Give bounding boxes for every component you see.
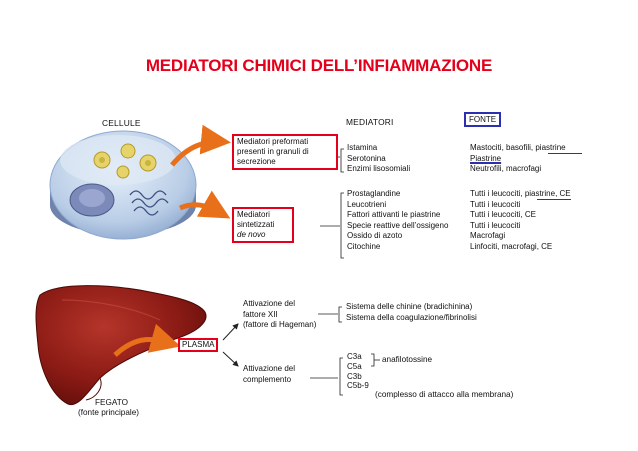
header-fonte-label: FONTE — [469, 115, 497, 124]
box-sintetizzati-line: sintetizzati — [237, 220, 275, 229]
fattore-xii-line: (fattore di Hageman) — [243, 320, 317, 329]
header-fonte: FONTE — [464, 112, 502, 127]
fattore-xii-label: Attivazione del fattore XII (fattore di … — [243, 299, 316, 331]
underline-piastrine — [548, 153, 582, 154]
box-preformati-line: secrezione — [237, 157, 276, 166]
complemento-line: complemento — [243, 374, 292, 384]
fonte-item: Tutti i leucociti — [470, 220, 521, 230]
mediatore-item: Serotonina — [347, 153, 386, 163]
liver-illustration — [35, 285, 207, 406]
fegato-label: FEGATO (fonte principale) — [78, 398, 139, 418]
fonte-item: Piastrine — [470, 153, 502, 163]
header-mediatori: MEDIATORI — [346, 117, 394, 127]
mediatore-item: Specie reattive dell’ossigeno — [347, 220, 449, 230]
box-mediatori-preformati: Mediatori preformati presenti in granuli… — [232, 134, 338, 170]
sistema-item: Sistema della coagulazione/fibrinolisi — [346, 312, 477, 322]
plasma-box: PLASMA — [178, 338, 219, 352]
fonte-item: Tutti i leucociti, piastrine, CE — [470, 189, 571, 198]
cell-illustration — [49, 130, 197, 240]
sintetizzati-mediatori-list: Prostaglandine Leucotrieni Fattori attiv… — [347, 189, 448, 252]
curved-arrow-icon — [178, 190, 231, 219]
complement-item: C5b-9 — [347, 381, 369, 391]
preformati-mediatori-list: Istamina Serotonina Enzimi lisosomiali — [347, 143, 410, 175]
complement-items: C3a C5a C3b C5b-9 — [347, 352, 369, 391]
curved-arrow-icon — [113, 323, 181, 357]
fattore-xii-line: Attivazione del — [243, 299, 296, 308]
curved-arrow-icon — [170, 124, 231, 167]
box-sintetizzati-line: Mediatori — [237, 210, 270, 219]
complesso-label: (complesso di attacco alla membrana) — [375, 390, 514, 399]
header-cellule: CELLULE — [102, 118, 141, 128]
complement-item: C5a — [347, 361, 362, 371]
fonte-item: Linfociti, macrofagi, CE — [470, 241, 553, 251]
complement-item: C3b — [347, 371, 362, 381]
box-preformati-line: presenti in granuli di — [237, 147, 309, 156]
plasma-label: PLASMA — [182, 340, 215, 349]
mediatore-item: Ossido di azoto — [347, 231, 403, 240]
mediatore-item: Prostaglandine — [347, 189, 401, 198]
box-mediatori-sintetizzati: Mediatori sintetizzati de novo — [232, 207, 294, 243]
complemento-line: Attivazione del — [243, 364, 296, 373]
fonte-item: Mastociti, basofili, piastrine — [470, 143, 566, 154]
underline-piastrine — [537, 199, 571, 200]
fattore-xii-line: fattore XII — [243, 309, 278, 319]
complemento-label: Attivazione del complemento — [243, 364, 295, 385]
box-sintetizzati-line: de novo — [237, 230, 266, 239]
preformati-fonti-list: Mastociti, basofili, piastrine Piastrine… — [470, 143, 566, 175]
sistema-item: Sistema delle chinine (bradichinina) — [346, 302, 473, 311]
fonte-item: Tutti i leucociti, CE — [470, 210, 536, 219]
mediatore-item: Enzimi lisosomiali — [347, 164, 411, 173]
mediatore-item: Leucotrieni — [347, 199, 387, 209]
fonte-item: Tutti i leucociti — [470, 199, 521, 209]
mediatore-item: Fattori attivanti le piastrine — [347, 210, 441, 219]
page-title: MEDIATORI CHIMICI DELL’INFIAMMAZIONE — [145, 56, 493, 75]
complement-item: C3a — [347, 352, 362, 361]
anafilotossine-label: anafilotossine — [382, 355, 433, 364]
fonte-item-text: Mastociti, basofili, piastrine — [470, 143, 566, 152]
box-preformati-line: Mediatori preformati — [237, 137, 309, 146]
mediatore-item: Istamina — [347, 143, 378, 152]
sistemi-list: Sistema delle chinine (bradichinina) Sis… — [346, 302, 477, 323]
mediatore-item: Citochine — [347, 241, 381, 251]
sintetizzati-fonti-list: Tutti i leucociti, piastrine, CE Tutti i… — [470, 189, 571, 252]
fonte-item: Neutrofili, macrofagi — [470, 164, 542, 173]
fonte-item: Macrofagi — [470, 231, 506, 240]
fegato-line: FEGATO — [95, 398, 128, 407]
fegato-line: (fonte principale) — [78, 408, 139, 418]
